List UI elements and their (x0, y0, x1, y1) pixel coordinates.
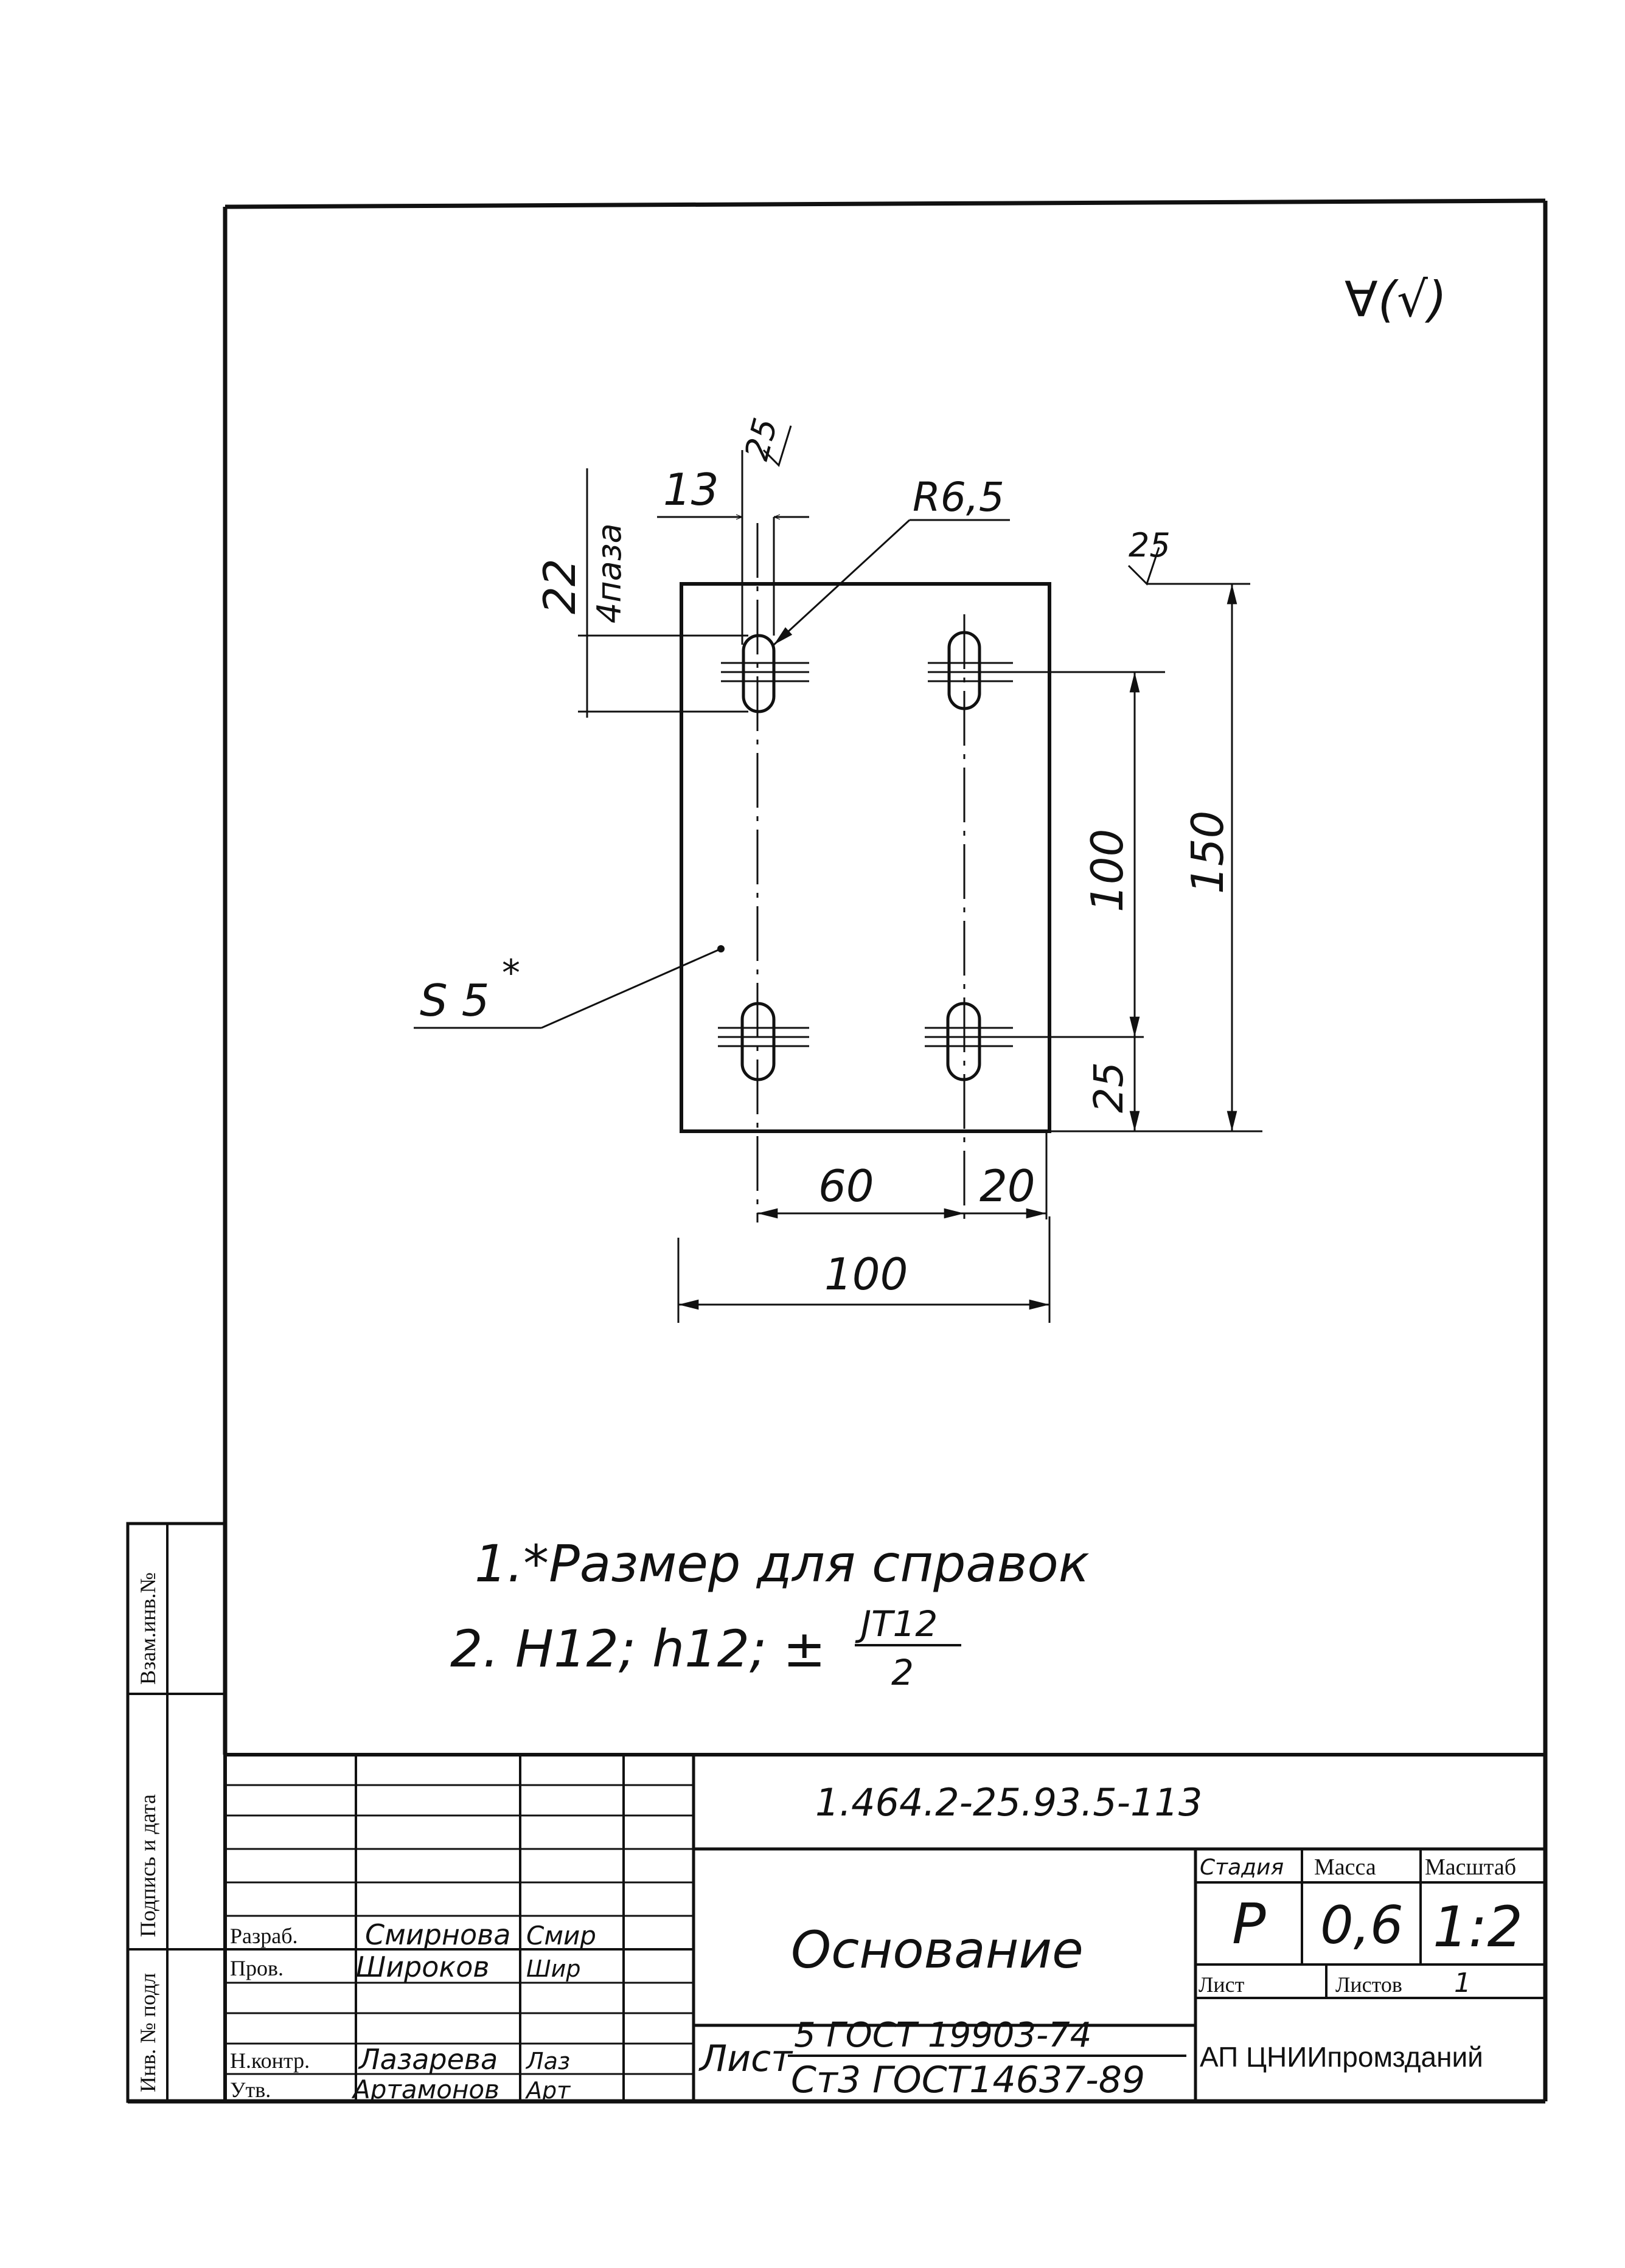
role-norm-control: Н.контр. (230, 2048, 310, 2073)
slots-count-label: 4паза (590, 523, 628, 623)
roughness-local-1: 25 (737, 414, 785, 465)
material-label: Лист (698, 2037, 793, 2080)
drawing-frame (128, 198, 1548, 2104)
base-plate (680, 523, 1051, 1222)
role-developer: Разраб. (230, 1924, 298, 1948)
scale-label: Масштаб (1425, 1854, 1516, 1880)
slot-top-left (721, 634, 809, 713)
sign-approver: Арт (524, 2077, 571, 2104)
title-block (223, 1753, 1545, 2101)
side-stamp: Инв. № подл Подпись и дата Взам.инв.№ (126, 1522, 227, 2103)
side-stamp-vzam-inv: Взам.инв.№ (136, 1572, 160, 1685)
slot-top-right (928, 631, 1013, 710)
mass-label: Масса (1314, 1854, 1376, 1880)
thickness-label: S 5 (420, 975, 489, 1026)
role-checker: Пров. (230, 1956, 284, 1980)
thickness-reference-mark: * (502, 952, 520, 994)
note-2-fraction-numerator: JT12 (855, 1603, 938, 1645)
general-roughness-symbol: ∀(√) (1345, 271, 1447, 328)
material-denominator: Ст3 ГОСТ14637-89 (791, 2059, 1145, 2101)
dim-20-label: 20 (980, 1160, 1035, 1212)
dim-100-vertical-label: 100 (1082, 829, 1133, 912)
note-1: 1.*Размер для справок (475, 1534, 1090, 1593)
dimension-lines (414, 425, 1262, 1323)
dim-60-label: 60 (818, 1160, 874, 1212)
document-code: 1.464.2-25.93.5-113 (815, 1780, 1202, 1825)
material-numerator: 5 ГОСТ 19903-74 (794, 2016, 1091, 2055)
name-norm-control: Лазарева (358, 2043, 498, 2076)
stage-label: Стадия (1200, 1855, 1284, 1880)
sign-norm-control: Лаз (525, 2048, 570, 2075)
technical-notes: 1.*Размер для справок 2. H12; h12; ± JT1… (450, 1534, 1090, 1693)
dim-22-label: 22 (534, 558, 585, 614)
dim-150-label: 150 (1182, 811, 1233, 894)
scale-value: 1:2 (1433, 1895, 1523, 1960)
part-title: Основание (791, 1920, 1084, 1980)
dim-100-horizontal-label: 100 (824, 1249, 908, 1300)
sign-developer: Смир (526, 1921, 596, 1951)
dim-13-label: 13 (663, 464, 719, 515)
roughness-local-2: 25 (1129, 526, 1171, 564)
note-2-fraction-denominator: 2 (891, 1652, 914, 1693)
radius-label: R6,5 (913, 474, 1004, 521)
organization-name: АП ЦНИИпромзданий (1200, 2041, 1483, 2073)
name-developer: Смирнова (365, 1918, 510, 1951)
side-stamp-podpis-data: Подпись и дата (136, 1794, 160, 1937)
sheets-value: 1 (1454, 1968, 1471, 1999)
role-approver: Утв. (230, 2078, 271, 2102)
side-stamp-inv-podl: Инв. № подл (136, 1973, 160, 2092)
name-checker: Широков (356, 1951, 489, 1983)
dim-25-label: 25 (1085, 1062, 1132, 1113)
sheet-label: Лист (1199, 1972, 1245, 1997)
note-2-prefix: 2. H12; h12; ± (450, 1619, 826, 1679)
name-approver: Артамонов (351, 2075, 499, 2104)
sign-checker: Шир (526, 1955, 580, 1982)
slot-bottom-left (718, 1002, 809, 1081)
mass-value: 0,6 (1320, 1895, 1404, 1956)
sheets-label: Листов (1335, 1972, 1402, 1997)
slot-bottom-right (925, 1002, 1013, 1081)
stage-value: Р (1232, 1892, 1266, 1957)
